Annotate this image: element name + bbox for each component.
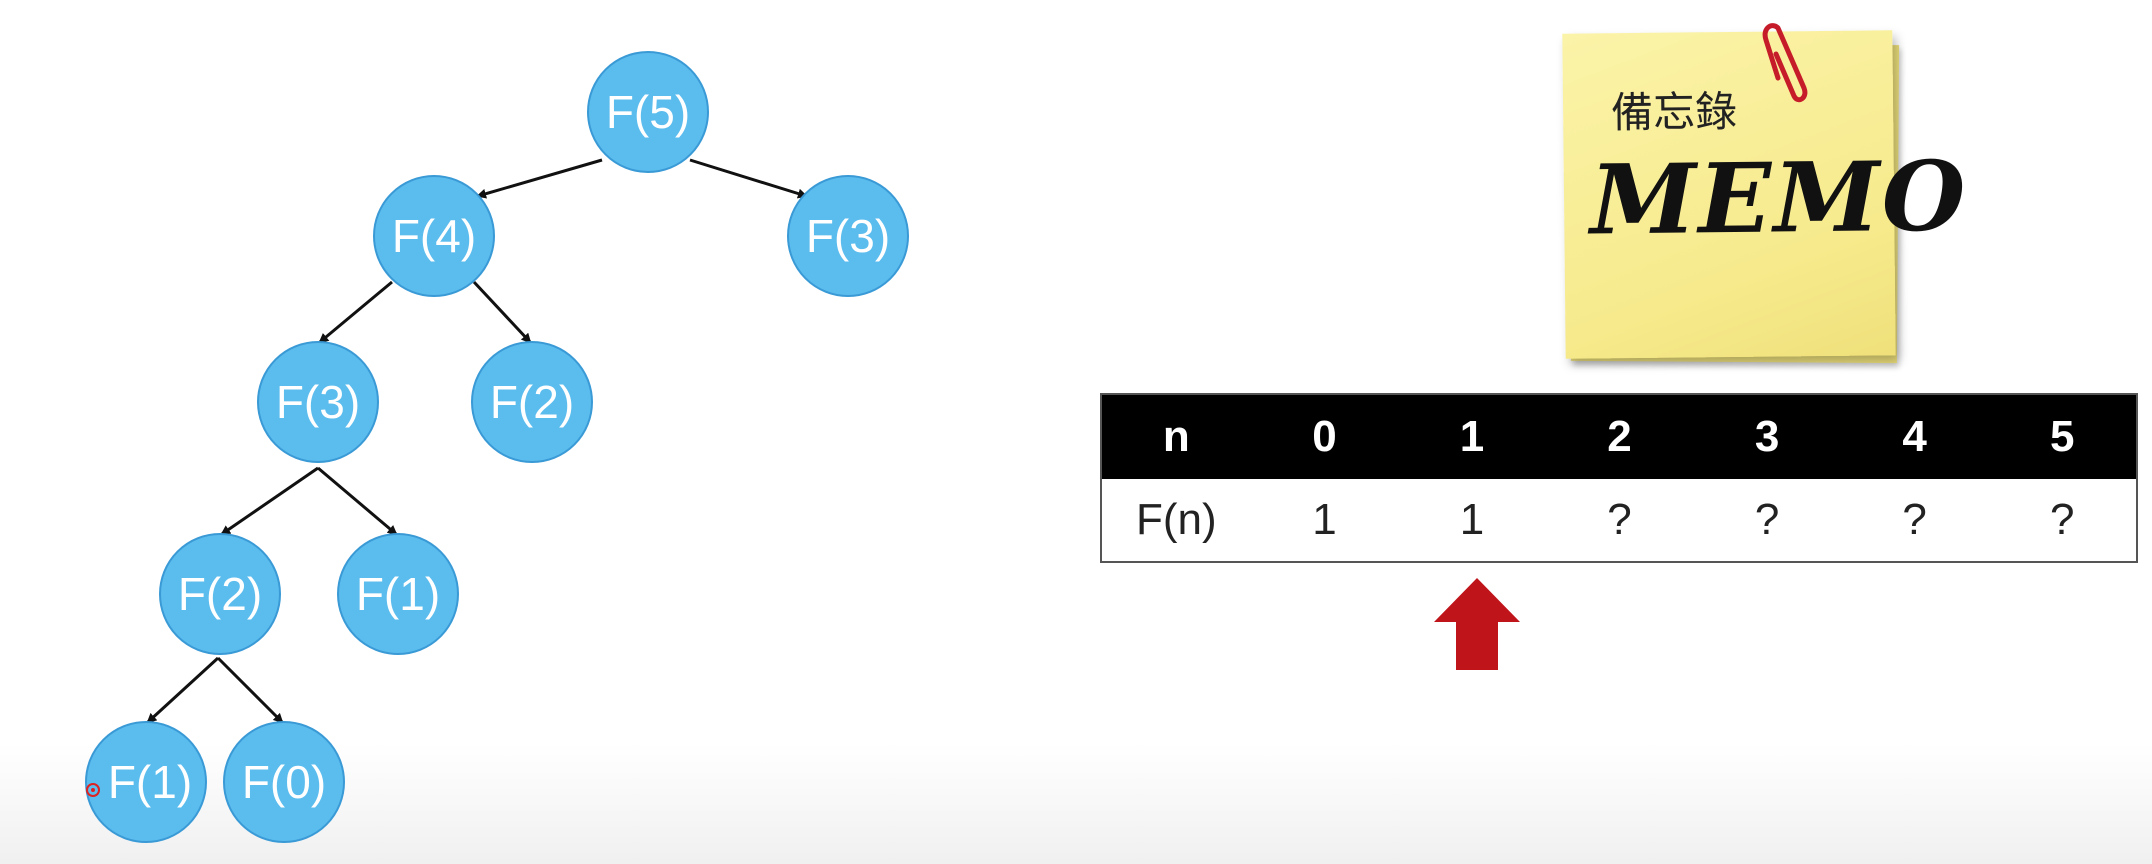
- node-circle: [587, 51, 709, 173]
- node-label: F(1): [108, 756, 192, 808]
- node-circle: [159, 533, 281, 655]
- memo-table-value-row: F(n) 1 1 ? ? ? ?: [1101, 479, 2137, 562]
- header-cell-4: 4: [1840, 394, 1989, 479]
- paperclip-icon: [1762, 23, 1808, 103]
- header-cell-0: 0: [1250, 394, 1399, 479]
- edge-f4-f2: [472, 280, 532, 344]
- node-circle: [257, 341, 379, 463]
- node-label: F(2): [490, 376, 574, 428]
- value-cell-4: ?: [1840, 479, 1989, 562]
- header-cell-2: 2: [1545, 394, 1694, 479]
- node-circle: [787, 175, 909, 297]
- header-cell-1: 1: [1398, 394, 1546, 479]
- node-label: F(5): [606, 86, 690, 138]
- tree-node-f3-right: F(3): [787, 175, 909, 297]
- value-cell-label: F(n): [1101, 479, 1251, 562]
- node-circle: [471, 341, 593, 463]
- cursor-dot-icon: [86, 783, 100, 797]
- header-cell-5: 5: [1988, 394, 2137, 479]
- value-cell-0: 1: [1250, 479, 1399, 562]
- header-cell-n: n: [1101, 394, 1251, 479]
- edge-f5-f3: [689, 158, 808, 199]
- value-cell-1: 1: [1398, 479, 1546, 562]
- memo-note-text: MEMO: [1589, 139, 1968, 257]
- node-circle: [223, 721, 345, 843]
- edge-f3-f1: [317, 466, 398, 536]
- memo-sticky-note: 備忘錄 MEMO: [1562, 30, 1968, 359]
- memo-table-header-row: n 0 1 2 3 4 5: [1101, 394, 2137, 479]
- up-arrow-icon: [1434, 578, 1520, 670]
- memo-table: n 0 1 2 3 4 5 F(n) 1 1 ? ? ? ?: [1100, 393, 2138, 563]
- value-cell-2: ?: [1545, 479, 1694, 562]
- node-circle: [373, 175, 495, 297]
- node-label: F(1): [356, 568, 440, 620]
- tree-node-f4: F(4): [373, 175, 495, 297]
- node-circle: [337, 533, 459, 655]
- node-label: F(4): [392, 210, 476, 262]
- recursion-tree: F(5) F(4) F(3) F(3) F(2) F(2) F(1) F(1) …: [85, 51, 909, 843]
- node-label: F(3): [806, 210, 890, 262]
- node-label: F(3): [276, 376, 360, 428]
- tree-node-f3-left: F(3): [257, 341, 379, 463]
- edge-f3-f2: [220, 466, 319, 536]
- edge-f2-f0: [216, 656, 284, 724]
- node-label: F(0): [242, 756, 326, 808]
- tree-node-f2-lower: F(2): [159, 533, 281, 655]
- node-circle: [85, 721, 207, 843]
- value-cell-5: ?: [1988, 479, 2137, 562]
- memo-note-title: 備忘錄: [1610, 86, 1738, 138]
- edge-f2-f1: [146, 656, 220, 724]
- edge-f4-f3: [318, 280, 393, 344]
- node-label: F(2): [178, 568, 262, 620]
- tree-node-f1-upper: F(1): [337, 533, 459, 655]
- tree-node-f0: F(0): [223, 721, 345, 843]
- edge-f5-f4: [476, 158, 603, 199]
- tree-node-f1-lower: F(1): [85, 721, 207, 843]
- tree-node-f5: F(5): [587, 51, 709, 173]
- header-cell-3: 3: [1693, 394, 1841, 479]
- tree-node-f2-upper: F(2): [471, 341, 593, 463]
- value-cell-3: ?: [1693, 479, 1841, 562]
